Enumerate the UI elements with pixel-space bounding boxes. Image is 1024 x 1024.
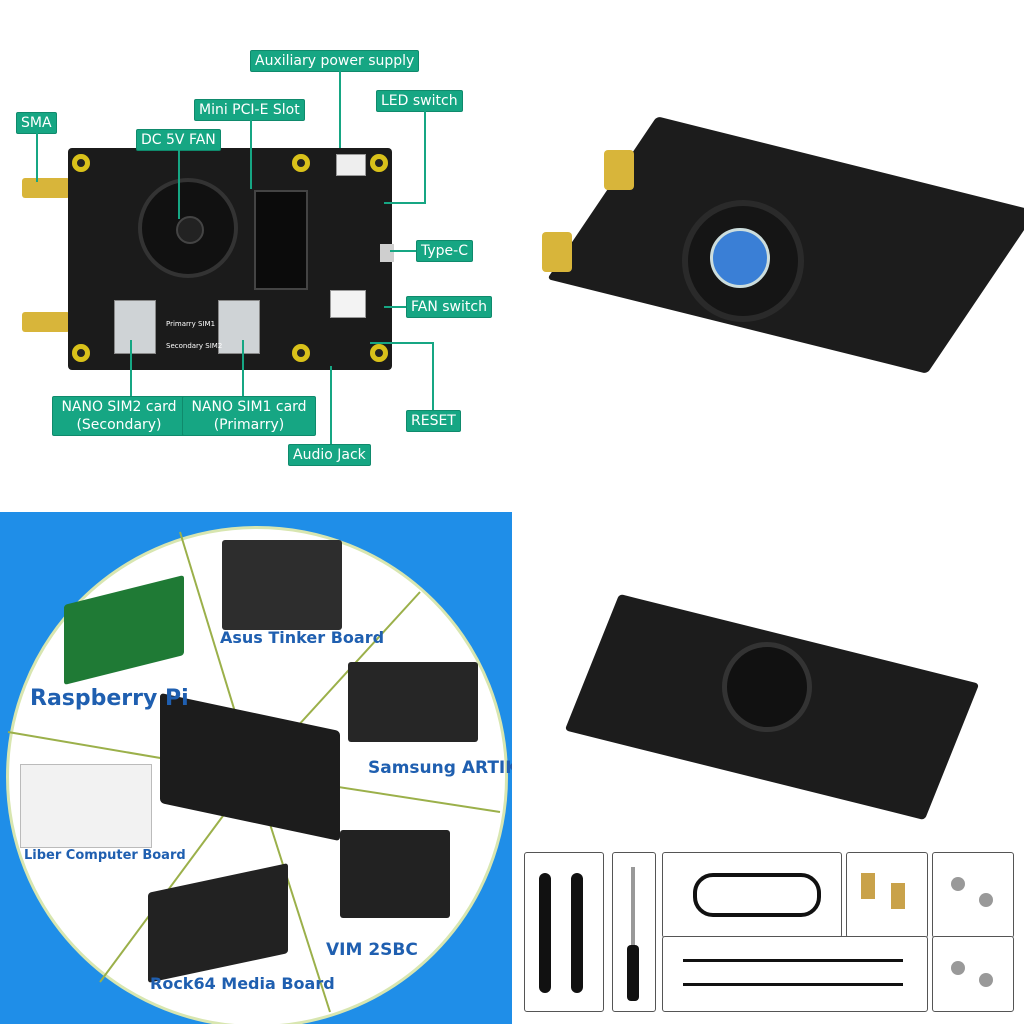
power-connector xyxy=(336,154,366,176)
label-type-c: Type-C xyxy=(416,240,473,262)
board-isometric-panel xyxy=(512,0,1024,512)
fan-angle-view xyxy=(722,642,812,732)
antennas-box xyxy=(524,852,604,1012)
sim2-silkscreen: Secondary SIM2 xyxy=(166,342,223,350)
sim2-slot xyxy=(114,300,156,354)
label-fan-switch: FAN switch xyxy=(406,296,492,318)
label-aux-power: Auxiliary power supply xyxy=(250,50,420,72)
label-led-switch: LED switch xyxy=(376,90,463,112)
sbc-liber xyxy=(20,764,152,848)
label-raspberry-pi: Raspberry Pi xyxy=(30,686,189,711)
sma-isometric-1 xyxy=(604,150,634,190)
sim1-slot xyxy=(218,300,260,354)
fan-icon xyxy=(138,178,238,278)
label-reset: RESET xyxy=(406,410,461,432)
sma-isometric-2 xyxy=(542,232,572,272)
label-asus-tinker: Asus Tinker Board xyxy=(220,628,385,647)
fan-isometric xyxy=(682,200,804,322)
screws-box-bottom xyxy=(932,936,1014,1012)
usb-c-port xyxy=(380,244,394,262)
standoffs-box xyxy=(846,852,928,938)
label-liber: Liber Computer Board xyxy=(24,848,186,863)
sim1-silkscreen: Primarry SIM1 xyxy=(166,320,216,328)
fan-connector xyxy=(330,290,366,318)
sma-connector-top xyxy=(22,178,70,198)
sbc-vim2 xyxy=(340,830,450,918)
label-mini-pcie: Mini PCI-E Slot xyxy=(194,99,305,121)
compatibility-panel: Asus Tinker Board Raspberry Pi Samsung A… xyxy=(0,512,512,1024)
pcb-board: Primarry SIM1 Secondary SIM2 xyxy=(68,148,394,370)
label-rock64: Rock64 Media Board xyxy=(150,974,335,993)
ipex-cables-box xyxy=(662,936,928,1012)
label-audio-jack: Audio Jack xyxy=(288,444,371,466)
usb-cable-box xyxy=(662,852,842,938)
sma-connector-bottom xyxy=(22,312,70,332)
label-sim1: NANO SIM1 card(Primarry) xyxy=(182,396,316,436)
accessories-panel xyxy=(512,512,1024,1024)
sbc-tinker xyxy=(222,540,342,630)
label-sim2: NANO SIM2 card(Secondary) xyxy=(52,396,186,436)
label-sma: SMA xyxy=(16,112,57,134)
mini-pcie-slot xyxy=(254,190,308,290)
screws-box-top xyxy=(932,852,1014,938)
label-fan: DC 5V FAN xyxy=(136,129,221,151)
screwdriver-box xyxy=(612,852,656,1012)
board-diagram-panel: Primarry SIM1 Secondary SIM2 Auxiliary p… xyxy=(0,0,512,512)
sbc-artik xyxy=(348,662,478,742)
label-vim2: VIM 2SBC xyxy=(326,940,418,960)
label-samsung-artik: Samsung ARTIK xyxy=(368,758,512,778)
